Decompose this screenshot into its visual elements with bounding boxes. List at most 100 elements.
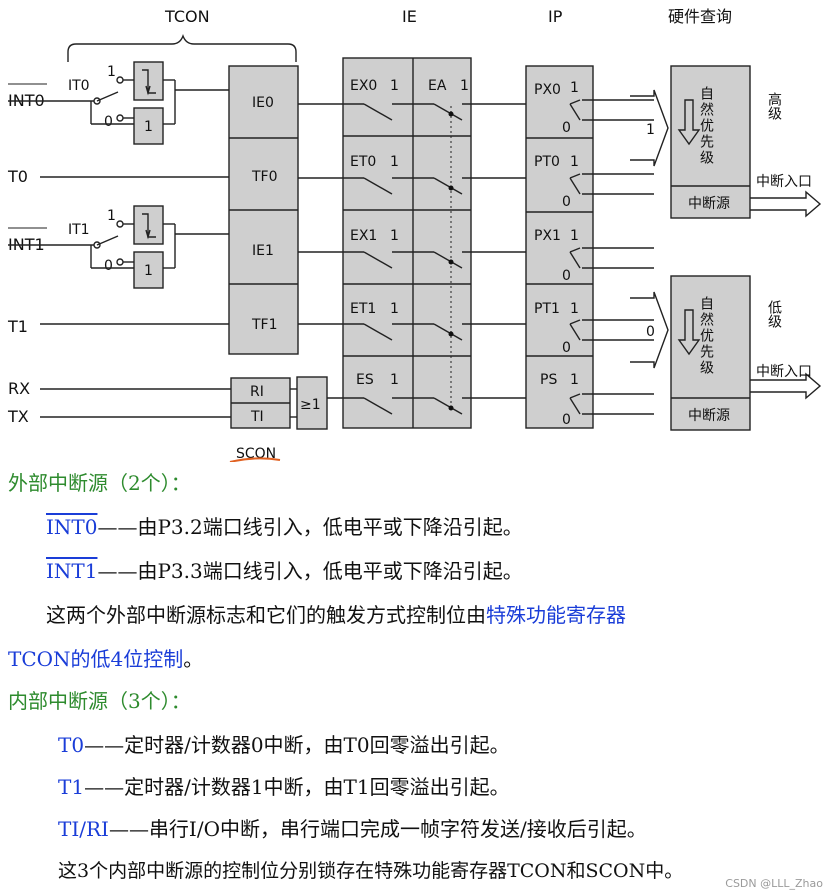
high-input-arrow-icon — [630, 89, 669, 167]
low-level-label: 低级 — [766, 300, 782, 328]
svg-text:1: 1 — [390, 78, 399, 94]
down-arrow-icon — [677, 309, 701, 356]
int1-name: INT1 — [46, 559, 98, 583]
high-level-label: 高级 — [766, 91, 782, 120]
flag-ie1: IE1 — [252, 243, 274, 259]
svg-text:0: 0 — [562, 268, 571, 284]
svg-text:0: 0 — [104, 258, 113, 274]
svg-text:1: 1 — [570, 301, 579, 317]
high-priority-box — [670, 65, 751, 219]
it0-label: IT0 — [68, 78, 90, 94]
svg-text:1: 1 — [390, 301, 399, 317]
ie-bit-et1: ET1 — [350, 301, 376, 317]
external-note-c: TCON的低4位控制 — [8, 647, 184, 671]
description-text: 外部中断源（2个）： INT0——由P3.2端口线引入，低电平或下降沿引起。 I… — [0, 464, 829, 894]
internal-note: 这3个内部中断源的控制位分别锁存在特殊功能寄存器TCON和SCON中。 — [58, 860, 684, 882]
int1-line: INT1——由P3.3端口线引入，低电平或下降沿引起。 — [46, 556, 523, 586]
tcon-header: TCON — [164, 7, 210, 26]
high-output-arrow-icon — [750, 190, 822, 218]
svg-text:0: 0 — [104, 114, 113, 130]
external-note-line-1: 这两个外部中断源标志和它们的触发方式控制位由特殊功能寄存器 — [46, 600, 626, 630]
t1-name: T1 — [58, 775, 85, 799]
svg-text:0: 0 — [646, 324, 655, 340]
flag-ri: RI — [250, 384, 264, 400]
input-t0: T0 — [7, 167, 28, 186]
high-entry-label: 中断入口 — [756, 174, 812, 190]
int1-desc: ——由P3.3端口线引入，低电平或下降沿引起。 — [97, 559, 523, 583]
low-output-arrow-icon — [750, 372, 822, 400]
level-gate-0 — [133, 107, 164, 145]
ea-label: EA — [428, 78, 447, 94]
ip-bit-pt0: PT0 — [534, 154, 560, 170]
external-note-a: 这两个外部中断源标志和它们的触发方式控制位由 — [46, 603, 486, 627]
t1-desc: ——定时器/计数器1中断，由T1回零溢出引起。 — [84, 775, 510, 799]
hw-query-header: 硬件查询 — [668, 7, 732, 26]
input-rx: RX — [8, 379, 30, 398]
ie-bit-ex0: EX0 — [350, 78, 377, 94]
flag-tf1: TF1 — [251, 317, 278, 333]
svg-text:1: 1 — [390, 154, 399, 170]
t0-desc: ——定时器/计数器0中断，由T0回零溢出引起。 — [84, 733, 510, 757]
external-note-b: 特殊功能寄存器 — [486, 603, 626, 627]
svg-text:0: 0 — [562, 412, 571, 428]
svg-text:1: 1 — [570, 228, 579, 244]
svg-text:0: 0 — [562, 120, 571, 136]
svg-text:1: 1 — [390, 372, 399, 388]
tiri-line: TI/RI——串行I/O中断，串行端口完成一帧字符发送/接收后引起。 — [58, 814, 647, 844]
svg-text:1: 1 — [144, 119, 153, 135]
external-note-d: 。 — [183, 647, 204, 671]
external-note-line-2: TCON的低4位控制。 — [8, 644, 203, 674]
ip-bit-pt1: PT1 — [534, 301, 560, 317]
low-input-arrow-icon — [630, 291, 669, 369]
svg-text:1: 1 — [107, 64, 116, 80]
interrupt-structure-diagram: TCON IE IP 硬件查询 IE0 TF0 IE1 TF1 RI TI SC… — [7, 7, 822, 462]
svg-text:1: 1 — [570, 154, 579, 170]
ie-bit-es: ES — [356, 372, 374, 388]
ie-register — [342, 57, 472, 429]
input-tx: TX — [7, 407, 29, 426]
internal-sources-title: 内部中断源（3个）： — [8, 689, 191, 713]
svg-text:1: 1 — [107, 208, 116, 224]
it1-label: IT1 — [68, 222, 90, 238]
t0-name: T0 — [58, 733, 85, 757]
svg-text:1: 1 — [144, 263, 153, 279]
ie-bit-ex1: EX1 — [350, 228, 377, 244]
t0-line: T0——定时器/计数器0中断，由T0回零溢出引起。 — [58, 730, 510, 760]
tiri-desc: ——串行I/O中断，串行端口完成一帧字符发送/接收后引起。 — [108, 817, 647, 841]
tiri-name: TI/RI — [58, 817, 109, 841]
watermark: CSDN @LLL_Zhao — [725, 877, 823, 890]
external-sources-title: 外部中断源（2个）： — [8, 471, 191, 495]
ip-header: IP — [548, 7, 563, 26]
high-source-label: 中断源 — [688, 196, 730, 212]
flag-ie0: IE0 — [252, 95, 274, 111]
ip-bit-px0: PX0 — [534, 82, 561, 98]
ip-register — [525, 65, 594, 429]
or-gate-label: ≥1 — [300, 397, 321, 413]
svg-text:1: 1 — [460, 78, 469, 94]
ie-bit-et0: ET0 — [350, 154, 376, 170]
level-gate-1 — [133, 251, 164, 289]
svg-text:自然优先级: 自然优先级 — [698, 86, 714, 166]
ip-switch-rows: 1 0 1 0 1 0 1 0 1 0 — [562, 80, 654, 428]
low-source-label: 中断源 — [688, 408, 730, 424]
svg-text:自然优先级: 自然优先级 — [698, 296, 714, 376]
or-gate — [296, 376, 328, 430]
ip-bit-px1: PX1 — [534, 228, 561, 244]
flag-ti: TI — [250, 409, 264, 425]
ip-bit-ps: PS — [540, 372, 557, 388]
svg-text:1: 1 — [390, 228, 399, 244]
int0-name: INT0 — [46, 515, 98, 539]
svg-text:0: 0 — [562, 340, 571, 356]
svg-text:1: 1 — [570, 372, 579, 388]
low-entry-label: 中断入口 — [756, 364, 812, 380]
down-arrow-icon — [677, 99, 701, 146]
input-t1: T1 — [7, 317, 28, 336]
int0-line: INT0——由P3.2端口线引入，低电平或下降沿引起。 — [46, 512, 523, 542]
svg-text:1: 1 — [570, 80, 579, 96]
ie-switch-rows — [298, 103, 526, 415]
low-priority-box — [670, 275, 751, 431]
t1-line: T1——定时器/计数器1中断，由T1回零溢出引起。 — [58, 772, 510, 802]
ie-header: IE — [402, 7, 417, 26]
tcon-brace — [67, 34, 297, 62]
flag-tf0: TF0 — [251, 169, 278, 185]
